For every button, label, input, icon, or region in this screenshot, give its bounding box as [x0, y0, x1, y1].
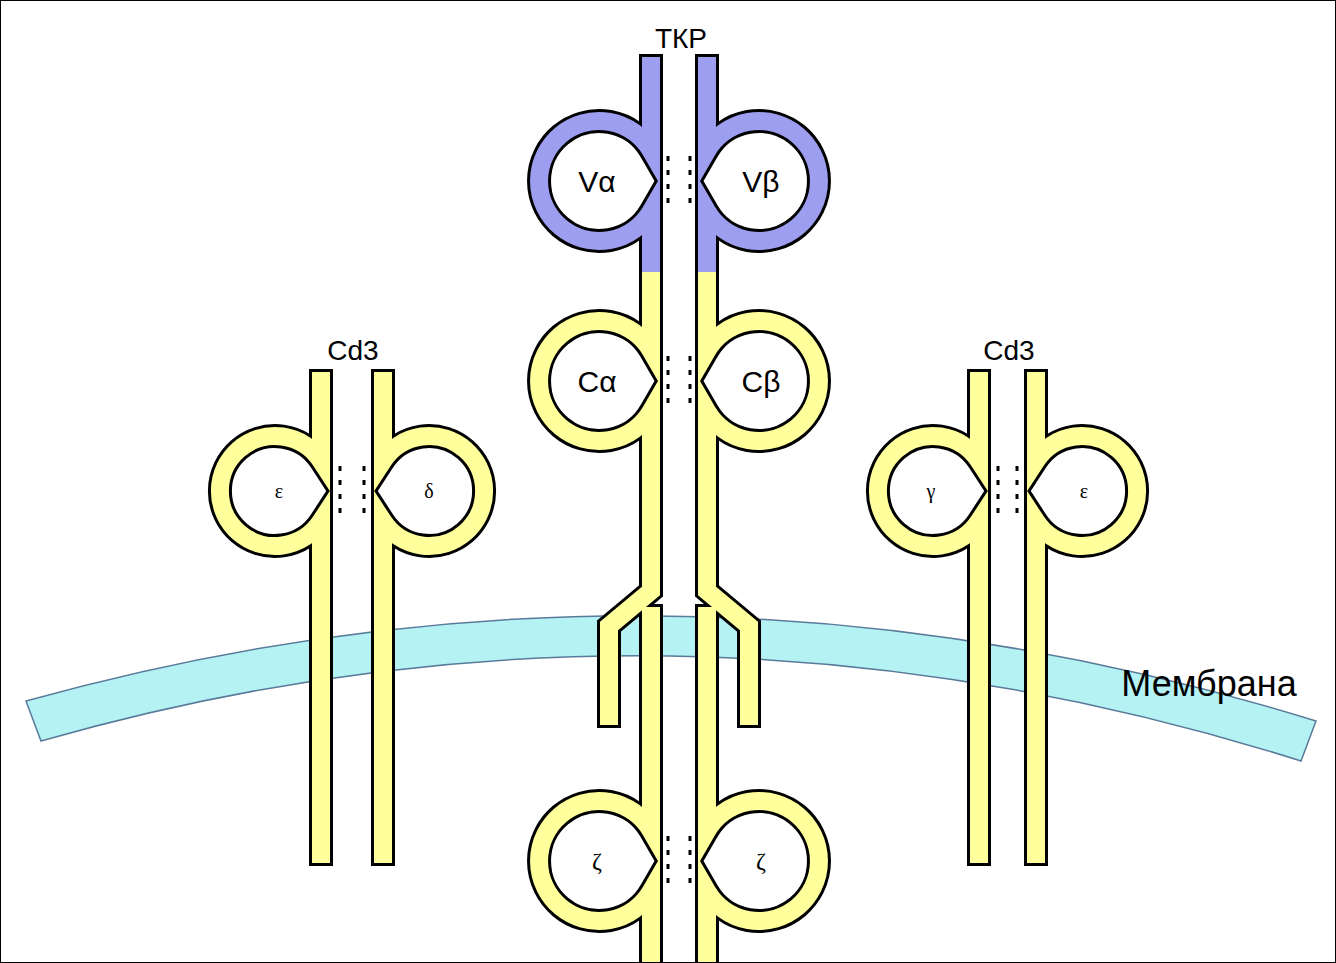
membrane-band	[26, 616, 1316, 761]
protein-domain: ε	[271, 477, 288, 505]
protein-domain: Cβ	[738, 362, 785, 401]
protein-domain: Vα	[574, 162, 620, 201]
complex-label: Cd3	[983, 336, 1034, 367]
domain-label: Vβ	[742, 165, 779, 198]
complex-label: ТКР	[655, 24, 707, 55]
protein-domain: γ	[923, 477, 940, 505]
domain-label: Cβ	[742, 365, 781, 398]
chain-fills	[220, 66, 1137, 963]
domain-label: Cα	[577, 365, 616, 398]
protein-domain: Cα	[573, 362, 621, 401]
protein-domain: ζ	[588, 845, 606, 878]
domain-label: ε	[1080, 480, 1088, 502]
domain-label: γ	[927, 480, 936, 502]
disulfide-dashes	[340, 156, 1017, 886]
domain-label: ζ	[592, 848, 602, 874]
domain-label: Vα	[578, 165, 615, 198]
protein-domain: ζ	[752, 845, 770, 878]
chain-outlines	[220, 66, 1137, 963]
protein-domain: Vβ	[738, 162, 784, 201]
complex-label: Cd3	[327, 336, 378, 367]
domain-label: ε	[275, 480, 283, 502]
domain-label: δ	[424, 480, 433, 502]
membrane-label: Мембрана	[1121, 664, 1296, 704]
protein-domain: δ	[420, 477, 438, 505]
protein-domain: ε	[1076, 477, 1093, 505]
domain-label: ζ	[756, 848, 766, 874]
